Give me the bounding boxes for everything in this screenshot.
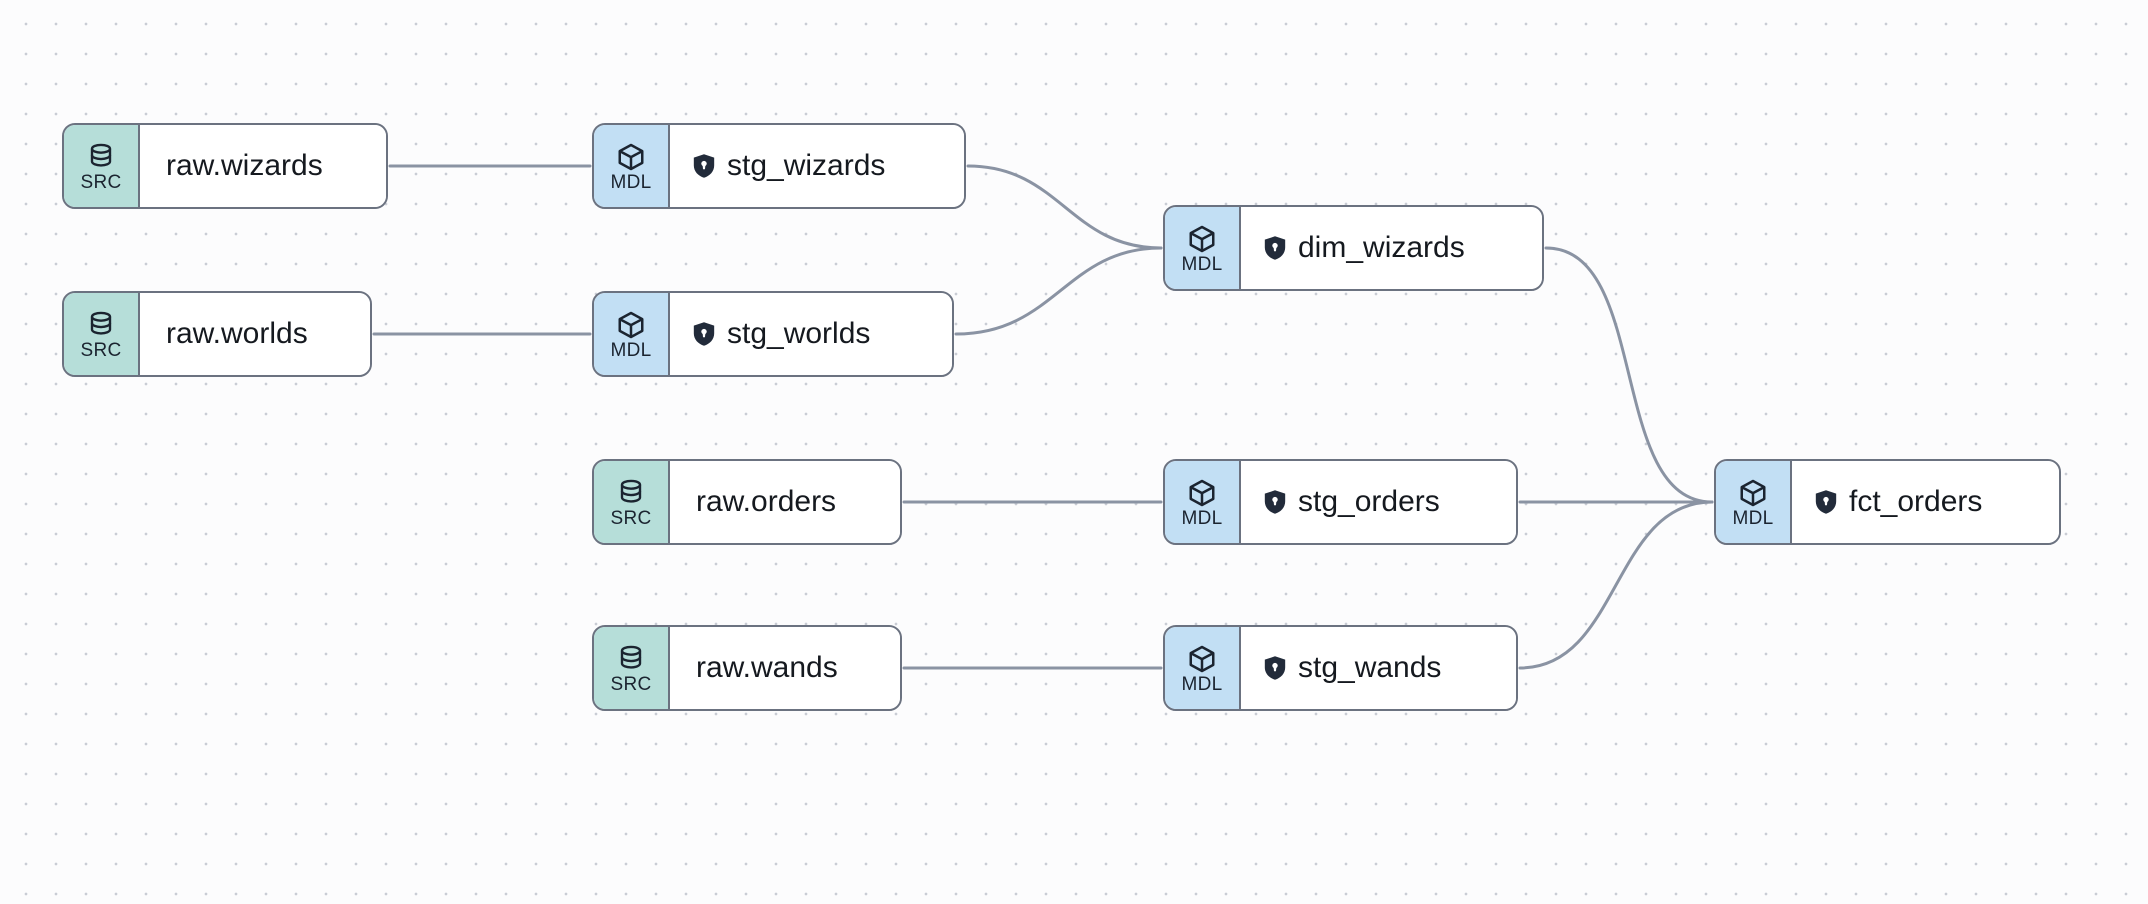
node-label: dim_wizards	[1298, 231, 1465, 264]
database-icon	[620, 479, 642, 503]
node-badge-label: SRC	[610, 673, 652, 695]
node-body: raw.worlds	[140, 293, 370, 375]
node-badge-mdl: MDL	[1165, 207, 1241, 289]
cube-icon	[1189, 479, 1215, 506]
node-label: raw.worlds	[166, 317, 308, 350]
node-label: raw.orders	[696, 485, 837, 518]
node-badge-label: SRC	[610, 507, 652, 529]
node-body: dim_wizards	[1241, 207, 1542, 289]
edge-stg_wizards-to-dim_wizards[interactable]	[966, 164, 1163, 250]
node-badge-label: MDL	[1181, 673, 1223, 695]
node-body: raw.orders	[670, 461, 900, 543]
node-label: raw.wizards	[166, 149, 323, 182]
node-body: fct_orders	[1792, 461, 2059, 543]
node-badge-label: MDL	[610, 171, 652, 193]
node-label: stg_wizards	[727, 149, 886, 182]
cube-icon	[1740, 479, 1766, 506]
node-badge-label: MDL	[1181, 507, 1223, 529]
shield-lock-icon	[693, 154, 715, 178]
node-raw_wizards[interactable]: SRC raw.wizards	[62, 123, 388, 209]
cube-icon	[618, 311, 644, 338]
node-fct_orders[interactable]: MDL fct_orders	[1714, 459, 2061, 545]
cube-icon	[1189, 225, 1215, 252]
node-body: stg_worlds	[670, 293, 952, 375]
database-icon	[90, 311, 112, 335]
node-body: stg_wizards	[670, 125, 964, 207]
node-badge-label: MDL	[610, 339, 652, 361]
cube-icon	[1189, 645, 1215, 672]
node-stg_orders[interactable]: MDL stg_orders	[1163, 459, 1518, 545]
node-body: stg_orders	[1241, 461, 1516, 543]
node-body: raw.wands	[670, 627, 900, 709]
database-icon	[620, 645, 642, 669]
node-stg_worlds[interactable]: MDL stg_worlds	[592, 291, 954, 377]
node-body: stg_wands	[1241, 627, 1516, 709]
edge-dim_wizards-to-fct_orders[interactable]	[1544, 246, 1714, 504]
node-badge-mdl: MDL	[1165, 627, 1241, 709]
node-dim_wizards[interactable]: MDL dim_wizards	[1163, 205, 1544, 291]
node-raw_orders[interactable]: SRC raw.orders	[592, 459, 902, 545]
node-label: stg_orders	[1298, 485, 1440, 518]
edge-stg_wands-to-fct_orders[interactable]	[1518, 500, 1714, 670]
node-badge-src: SRC	[64, 125, 140, 207]
node-label: raw.wands	[696, 651, 838, 684]
database-icon	[90, 143, 112, 167]
node-badge-mdl: MDL	[1716, 461, 1792, 543]
shield-lock-icon	[1264, 490, 1286, 514]
node-badge-mdl: MDL	[594, 293, 670, 375]
node-badge-src: SRC	[64, 293, 140, 375]
node-badge-mdl: MDL	[594, 125, 670, 207]
edge-stg_worlds-to-dim_wizards[interactable]	[954, 246, 1163, 336]
node-stg_wizards[interactable]: MDL stg_wizards	[592, 123, 966, 209]
node-stg_wands[interactable]: MDL stg_wands	[1163, 625, 1518, 711]
node-label: fct_orders	[1849, 485, 1983, 518]
node-body: raw.wizards	[140, 125, 386, 207]
node-raw_wands[interactable]: SRC raw.wands	[592, 625, 902, 711]
shield-lock-icon	[1264, 236, 1286, 260]
node-badge-label: MDL	[1181, 253, 1223, 275]
shield-lock-icon	[693, 322, 715, 346]
node-label: stg_worlds	[727, 317, 871, 350]
node-raw_worlds[interactable]: SRC raw.worlds	[62, 291, 372, 377]
cube-icon	[618, 143, 644, 170]
node-badge-src: SRC	[594, 461, 670, 543]
node-badge-label: SRC	[80, 339, 122, 361]
node-badge-mdl: MDL	[1165, 461, 1241, 543]
node-badge-src: SRC	[594, 627, 670, 709]
node-label: stg_wands	[1298, 651, 1442, 684]
node-badge-label: MDL	[1732, 507, 1774, 529]
shield-lock-icon	[1815, 490, 1837, 514]
node-badge-label: SRC	[80, 171, 122, 193]
shield-lock-icon	[1264, 656, 1286, 680]
